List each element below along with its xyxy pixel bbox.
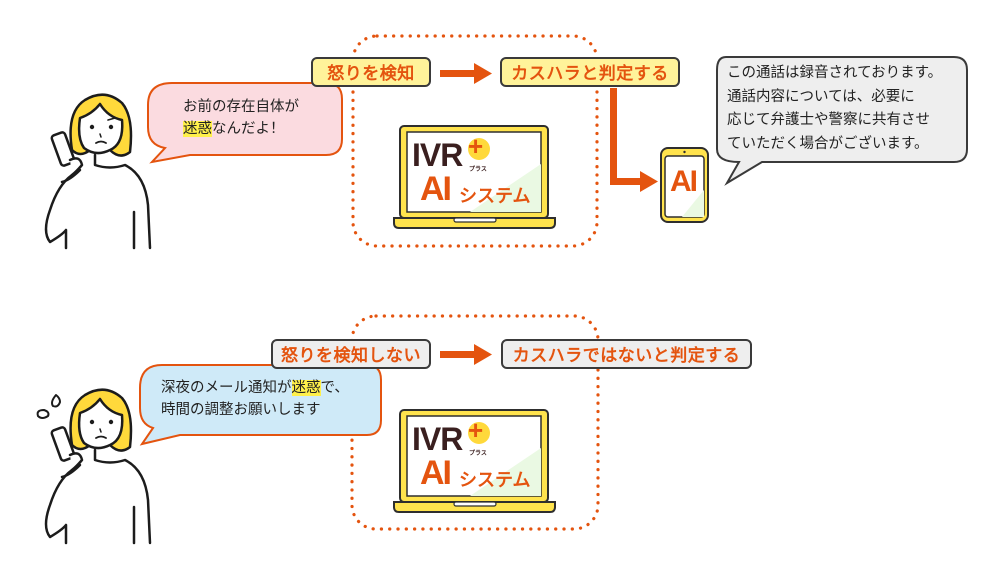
caller-speech-top: お前の存在自体が 迷惑なんだよ！ [183, 96, 299, 140]
highlight-word: 迷惑 [183, 121, 212, 137]
laptop-icon-top [393, 125, 556, 229]
logo-plus-icon: + [468, 131, 484, 161]
logo-plus-icon: + [468, 415, 484, 445]
ai-speech-line: この通話は録音されております。 [727, 65, 943, 81]
ai-speech-line: 通話内容については、必要に [727, 88, 915, 105]
phone-ai-label: AI [670, 165, 698, 198]
logo-plus-sub: プラス [469, 166, 487, 173]
smartphone-icon [660, 147, 709, 223]
caller-speech-top-line2: 迷惑なんだよ！ [183, 118, 299, 140]
arrow-judge-to-phone [610, 88, 658, 192]
caller-speech-bubble-bottom [139, 364, 382, 446]
caller-speech-top-line2-rest: なんだよ！ [212, 121, 285, 137]
detect-anger-label: 怒りを検知 [311, 57, 431, 87]
ai-speech-line: ていただく場合がございます。 [727, 135, 929, 152]
caller-speech-bottom-line1-post: で、 [320, 380, 349, 396]
caller-speech-top-line1: お前の存在自体が [183, 99, 299, 115]
caller-speech-bottom-line1: 深夜のメール通知が迷惑で、 [161, 377, 349, 399]
judge-harassment-label: カスハラと判定する [500, 57, 680, 87]
logo-plus-sub: プラス [469, 450, 487, 457]
caller-speech-bottom-line1-pre: 深夜のメール通知が [161, 380, 292, 396]
no-anger-detected-label: 怒りを検知しない [271, 339, 431, 369]
ai-speech: この通話は録音されております。 通話内容については、必要に 応じて弁護士や警察に… [727, 62, 942, 156]
logo-system: システム [459, 470, 531, 491]
highlight-word: 迷惑 [291, 380, 321, 396]
system-boundary-top [351, 34, 599, 248]
logo-ai: AI [420, 454, 452, 492]
judge-not-harassment-label: カスハラではないと判定する [501, 339, 752, 369]
caller-speech-bubble-top [147, 82, 343, 164]
logo-ai: AI [420, 170, 452, 208]
logo-ivr: IVR [412, 137, 463, 173]
logo-system: システム [459, 186, 531, 207]
arrow-detect-to-judge-top [440, 63, 492, 84]
caller-illustration-bottom [36, 388, 152, 545]
laptop-icon-bottom [393, 409, 556, 513]
caller-speech-bottom: 深夜のメール通知が迷惑で、 時間の調整お願いします [161, 377, 349, 421]
caller-speech-bottom-line2: 時間の調整お願いします [161, 402, 321, 418]
caller-illustration-top [44, 93, 152, 250]
ai-speech-line: 応じて弁護士や警察に共有させ [727, 112, 930, 128]
arrow-detect-to-judge-bottom [440, 344, 492, 365]
ai-speech-bubble [716, 56, 968, 186]
logo-ivr: IVR [412, 421, 463, 457]
